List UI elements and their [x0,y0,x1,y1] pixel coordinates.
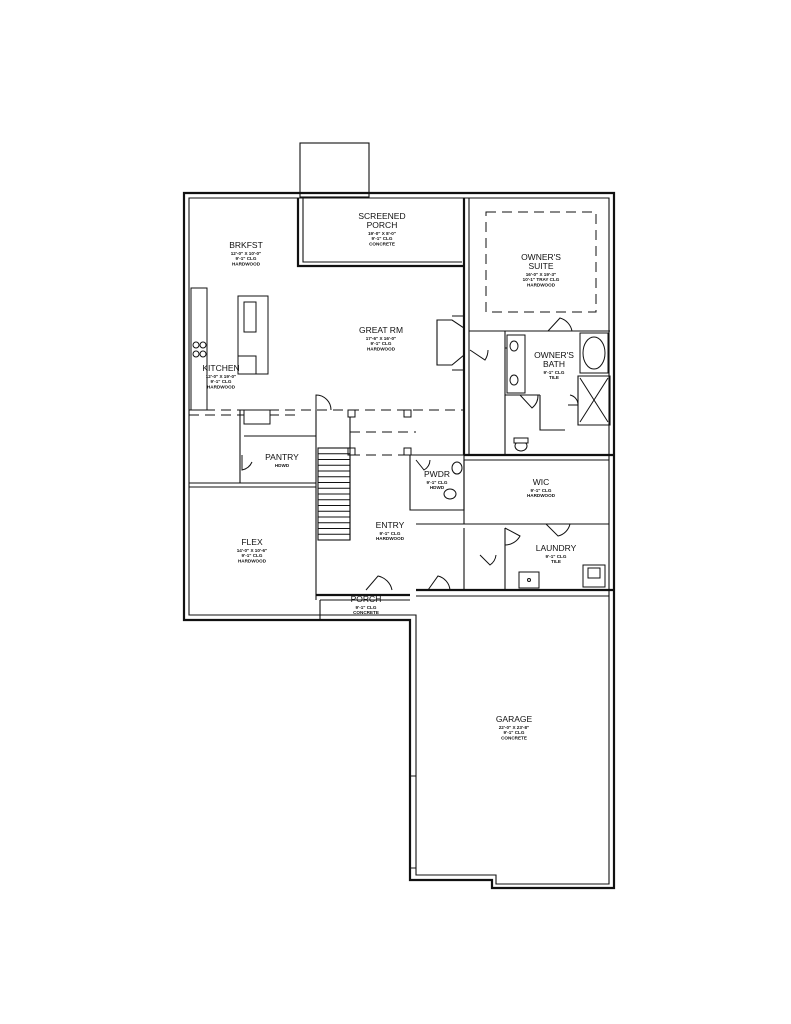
room-detail: CONCRETE [369,241,395,246]
tray-ceiling [485,211,597,313]
interior-walls [189,198,614,620]
room-name: BRKFST [229,240,263,250]
room-detail: 9'-1" CLG [371,341,392,346]
room-detail: HARDWOOD [376,536,405,541]
room-detail: 14'-0" X 10'-6" [237,548,268,553]
room-name: PWDR [424,469,450,479]
room-detail: 9'-1" CLG [544,370,565,375]
room-detail: HARDWOOD [527,282,556,287]
room-name: KITCHEN [202,363,239,373]
room-detail: 12'-0" X 19'-0" [206,374,237,379]
room-name: BATH [543,359,565,369]
room-detail: 16'-0" X 19'-3" [526,272,557,277]
room-detail: HDWD [430,485,445,490]
room-detail: 9'-1" CLG [372,236,393,241]
room-detail: TILE [551,559,561,564]
laundry-fixtures [518,564,606,589]
room-detail: 10'-1" TRAY CLG [523,277,560,282]
room-detail: 9'-1" CLG [242,553,263,558]
room-name: PORCH [367,220,398,230]
room-name: WIC [533,477,550,487]
room-detail: HDWD [275,463,290,468]
room-name: LAUNDRY [536,543,577,553]
room-name: OWNER'S [534,350,574,360]
room-detail: HARDWOOD [238,558,267,563]
room-name: GREAT RM [359,325,403,335]
room-name: SCREENED [358,211,405,221]
room-detail: 9'-1" CLG [236,256,257,261]
room-detail: 17'-6" X 16'-0" [366,336,397,341]
room-detail: HARDWOOD [207,384,236,389]
room-detail: 9'-1" CLG [546,554,567,559]
room-name: PANTRY [265,452,299,462]
room-detail: HARDWOOD [232,261,261,266]
room-detail: 9'-1" CLG [427,480,448,485]
room-detail: CONCRETE [501,735,527,740]
room-name: PORCH [351,594,382,604]
room-detail: HARDWOOD [367,346,396,351]
room-name: GARAGE [496,714,533,724]
room-detail: TILE [549,375,559,380]
room-detail: 12'-0" X 10'-0" [231,251,262,256]
room-detail: CONCRETE [353,610,379,615]
kitchen-fixtures [190,287,271,425]
room-name: FLEX [241,537,263,547]
room-name: OWNER'S [521,252,561,262]
room-name: ENTRY [376,520,405,530]
room-detail: 9'-1" CLG [531,488,552,493]
room-detail: 9'-1" CLG [504,730,525,735]
room-detail: HARDWOOD [527,493,556,498]
exterior-walls [182,191,616,890]
screened-porch-extension [299,142,370,198]
room-detail: 22'-0" X 23'-8" [499,725,530,730]
room-detail: 9'-1" CLG [211,379,232,384]
room-detail: 9'-1" CLG [356,605,377,610]
bath-fixtures [443,332,609,500]
room-name: SUITE [528,261,553,271]
staircase [317,447,351,541]
room-detail: 19'-0" X 8'-0" [368,231,396,236]
door-swings [241,317,579,591]
room-detail: 9'-1" CLG [380,531,401,536]
